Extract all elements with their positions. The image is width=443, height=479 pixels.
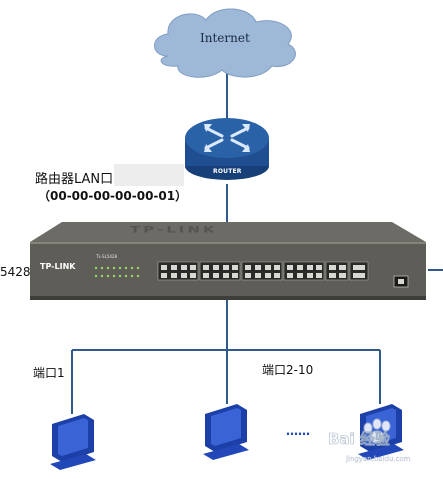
internet-cloud: [154, 8, 296, 78]
router-lan-caption: 路由器LAN口: [35, 172, 114, 187]
switch-panel-model: TL-SL5428: [96, 254, 117, 259]
watermark-subtext: jingyan.baidu.com: [346, 455, 411, 463]
console-port: [393, 275, 409, 288]
paw-watermark-icon: [363, 418, 391, 444]
port-highlights: [161, 265, 365, 278]
switch-port-bank: [157, 261, 369, 281]
router-icon: [185, 118, 269, 180]
switch-device: [30, 222, 426, 300]
status-leds: [94, 266, 140, 278]
port-1-label: 端口1: [33, 366, 65, 380]
pc-2-icon: [203, 404, 249, 460]
more-devices-ellipsis: ……: [286, 424, 310, 438]
switch-top-logo: TP-LINK: [130, 224, 218, 235]
switch-model-label: 5428: [0, 265, 31, 279]
blurred-region: [114, 164, 184, 186]
switch-panel-logo: TP-LINK: [40, 262, 76, 271]
connection-lines: [71, 72, 443, 414]
internet-label: Internet: [200, 31, 250, 45]
router-label: ROUTER: [213, 168, 242, 175]
router-mac-address: （00-00-00-00-00-01）: [38, 189, 188, 203]
port-2-10-label: 端口2-10: [262, 363, 314, 377]
pc-1-icon: [50, 414, 96, 470]
watermark-text: Bai 经验: [328, 430, 391, 449]
